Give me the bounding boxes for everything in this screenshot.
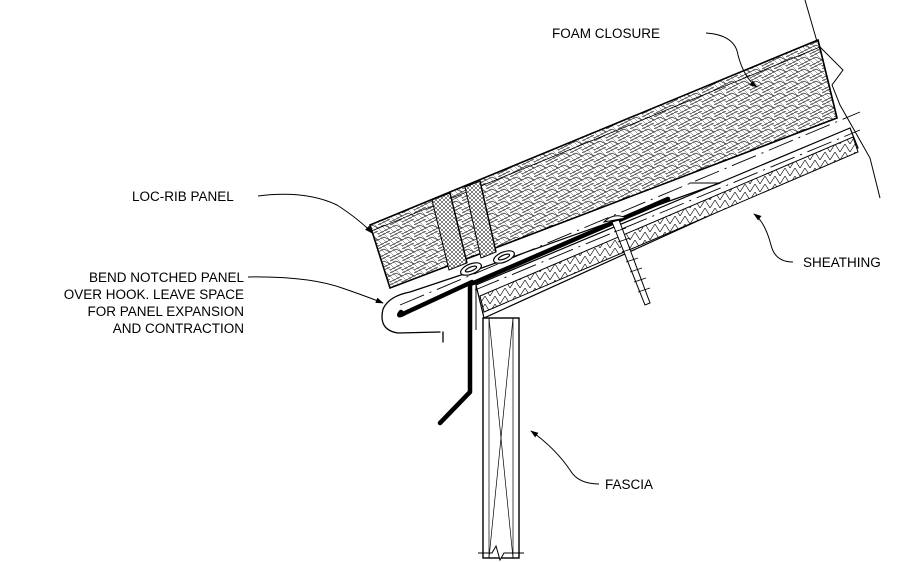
bend-note-label: BEND NOTCHED PANEL OVER HOOK. LEAVE SPAC… — [64, 269, 244, 337]
sheathing-label: SHEATHING — [803, 255, 881, 270]
foam-closure-leader — [705, 32, 758, 88]
fascia-leader — [530, 430, 600, 485]
screw — [602, 215, 651, 306]
bend-note-line-1: BEND NOTCHED PANEL — [88, 270, 244, 285]
panel-and-closure — [369, 38, 838, 290]
eave-hook-flashing — [381, 182, 721, 426]
fastener-slots — [460, 250, 515, 276]
bend-note-leader — [247, 276, 384, 304]
sheathing-leader — [753, 213, 794, 263]
loc-rib-panel-leader — [257, 193, 373, 234]
foam-closure-label: FOAM CLOSURE — [552, 26, 661, 41]
panel-seam-line — [399, 111, 861, 306]
fascia-label: FASCIA — [605, 477, 654, 492]
fascia-board — [478, 317, 524, 562]
bend-note-line-2: OVER HOOK. LEAVE SPACE — [63, 287, 244, 302]
bend-note-line-4: AND CONTRACTION — [112, 321, 244, 336]
bend-note-line-3: FOR PANEL EXPANSION — [87, 304, 244, 319]
loc-rib-panel-label: LOC-RIB PANEL — [132, 189, 234, 204]
leader-lines — [247, 32, 794, 485]
